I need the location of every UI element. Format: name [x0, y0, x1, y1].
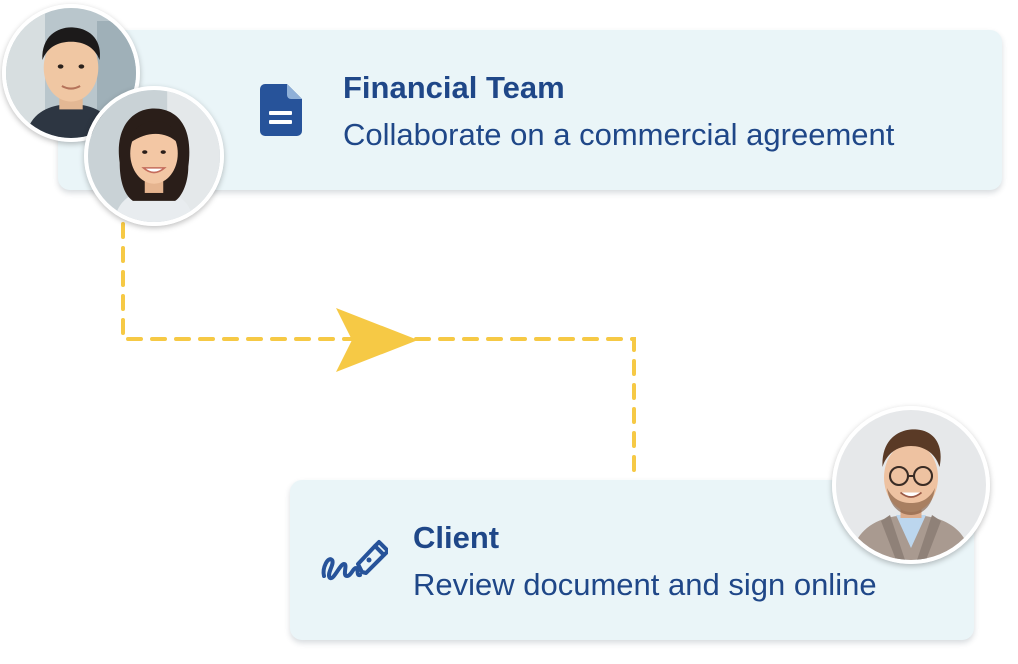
financial-team-card: Financial Team Collaborate on a commerci…: [58, 30, 1002, 190]
avatar-financial-team-man: [2, 4, 140, 142]
card-title: Client: [413, 520, 500, 555]
card-subtitle: Review document and sign online: [413, 567, 877, 602]
avatar-financial-team-woman: [84, 86, 224, 226]
avatar-client-man: [832, 406, 990, 564]
card-title: Financial Team: [343, 70, 565, 105]
card-subtitle: Collaborate on a commercial agreement: [343, 117, 895, 152]
signature-pen-icon: [321, 540, 388, 581]
man-with-glasses-portrait-icon: [836, 410, 986, 560]
man-portrait-icon: [6, 8, 136, 138]
woman-portrait-icon: [88, 90, 220, 222]
dashed-connector-line: [121, 222, 636, 482]
document-icon: [260, 84, 302, 136]
paper-plane-icon: [336, 308, 418, 372]
